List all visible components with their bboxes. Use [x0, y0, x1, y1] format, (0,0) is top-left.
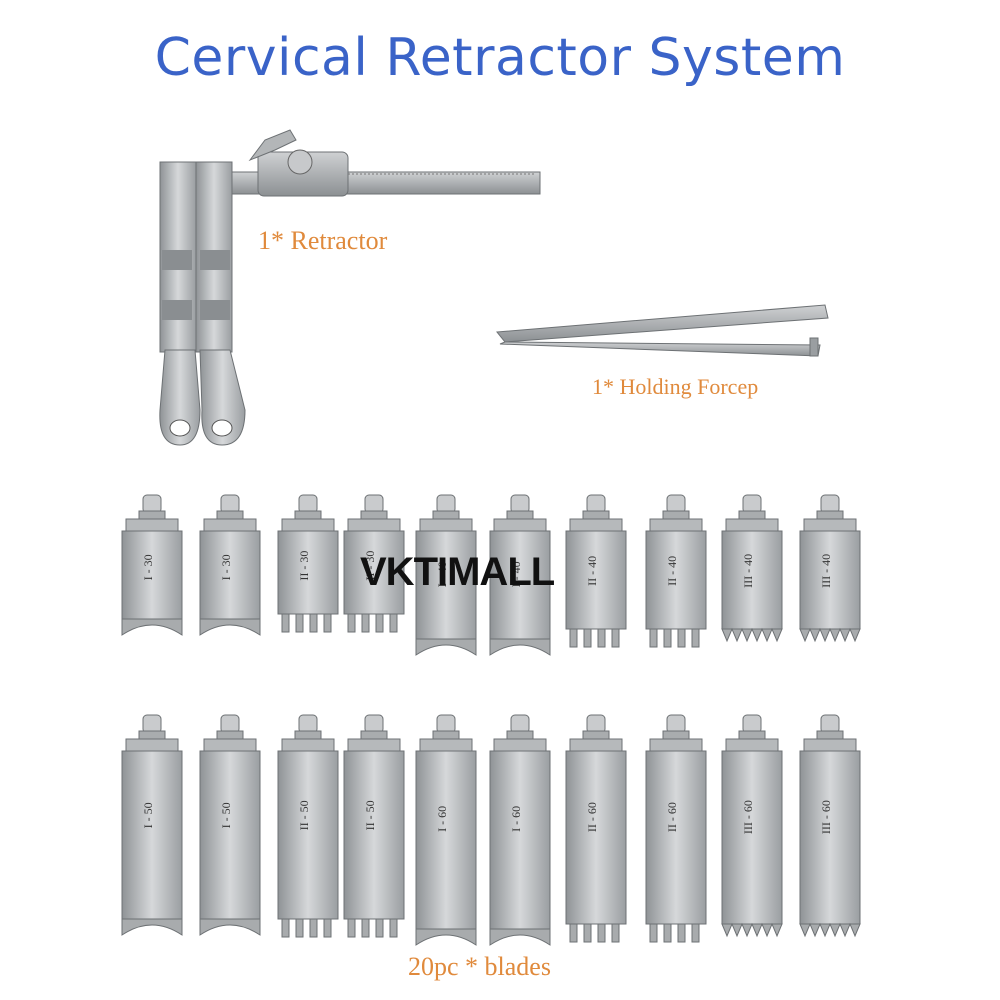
blade-1-6: I - 40 — [489, 494, 551, 656]
blade-label: II - 30 — [363, 551, 377, 581]
blade-2-7: II - 60 — [565, 714, 627, 943]
blade-1-7: II - 40 — [565, 494, 627, 648]
blade-label: I - 60 — [435, 806, 449, 832]
blade-label: II - 30 — [297, 551, 311, 581]
retractor-caption: 1* Retractor — [258, 226, 388, 255]
blade-2-8: II - 60 — [645, 714, 707, 943]
watermark-logo: VKTIMALL — [360, 550, 555, 594]
blade-label: I - 30 — [219, 554, 233, 580]
blade-label: II - 50 — [363, 800, 377, 830]
retractor-image — [159, 129, 541, 446]
blade-label: II - 50 — [297, 800, 311, 830]
blade-2-5: I - 60 — [415, 714, 477, 946]
blade-2-9: III - 60 — [721, 714, 783, 938]
blade-1-3: II - 30 — [277, 494, 339, 633]
blade-label: III - 40 — [741, 554, 755, 588]
blade-label: I - 40 — [435, 561, 449, 587]
blade-2-3: II - 50 — [277, 714, 339, 938]
holding-forcep-image — [496, 304, 829, 357]
blade-2-1: I - 50 — [121, 714, 183, 936]
blade-2-6: I - 60 — [489, 714, 551, 946]
blade-1-5: I - 40 — [415, 494, 477, 656]
blade-label: II - 40 — [665, 556, 679, 586]
blade-1-1: I - 30 — [121, 494, 183, 636]
blade-label: I - 50 — [141, 802, 155, 828]
blade-1-9: III - 40 — [721, 494, 783, 643]
blade-label: I - 30 — [141, 554, 155, 580]
blade-label: I - 60 — [509, 806, 523, 832]
blade-2-2: I - 50 — [199, 714, 261, 936]
blade-label: II - 60 — [585, 802, 599, 832]
blade-1-4: II - 30 — [343, 494, 405, 633]
blade-label: III - 40 — [819, 554, 833, 588]
forcep-caption: 1* Holding Forcep — [592, 374, 759, 399]
blade-1-8: II - 40 — [645, 494, 707, 648]
blade-2-10: III - 60 — [799, 714, 861, 938]
blade-1-10: III - 40 — [799, 494, 861, 643]
blade-label: III - 60 — [819, 800, 833, 834]
blade-1-2: I - 30 — [199, 494, 261, 636]
blade-label: III - 60 — [741, 800, 755, 834]
blade-2-4: II - 50 — [343, 714, 405, 938]
page-title: Cervical Retractor System — [154, 28, 846, 88]
blades-caption: 20pc * blades — [408, 952, 551, 981]
blade-label: I - 50 — [219, 802, 233, 828]
blade-label: II - 40 — [585, 556, 599, 586]
blade-label: I - 40 — [509, 561, 523, 587]
blade-label: II - 60 — [665, 802, 679, 832]
